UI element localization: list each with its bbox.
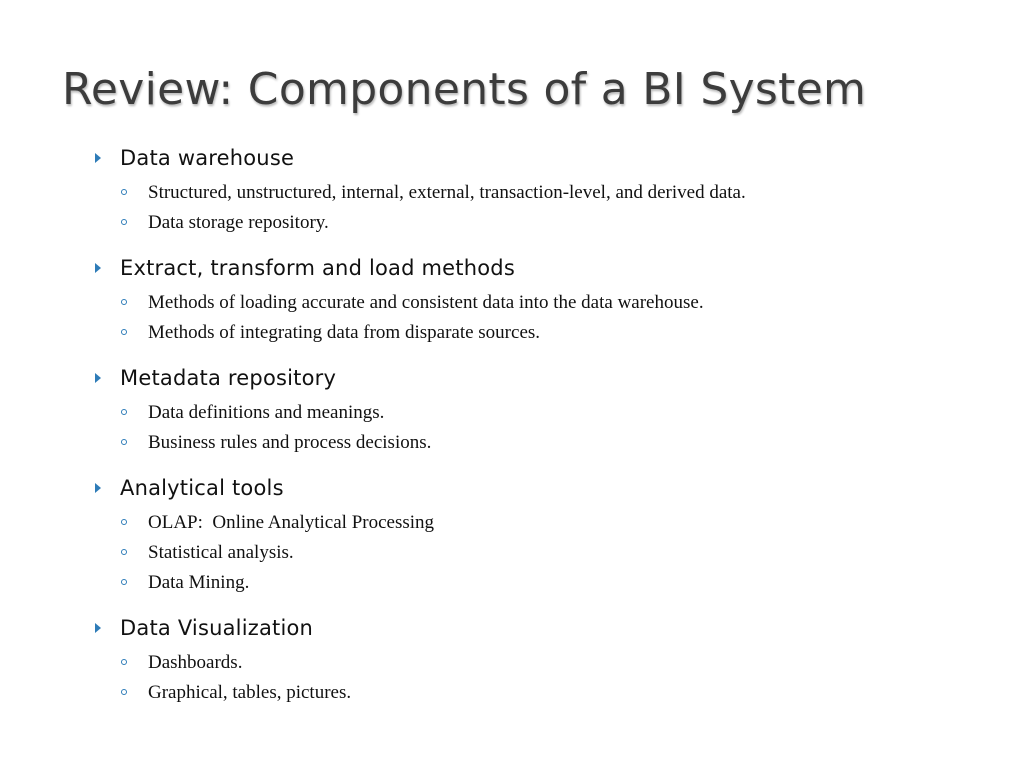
sub-bullet: Structured, unstructured, internal, exte…: [90, 178, 990, 208]
sub-bullet: Methods of integrating data from dispara…: [90, 318, 990, 348]
circle-bullet-icon: [121, 299, 127, 305]
circle-bullet-icon: [121, 189, 127, 195]
sub-bullet-text: Methods of integrating data from dispara…: [148, 322, 541, 343]
section-heading: Analytical tools: [120, 476, 284, 500]
circle-bullet-icon: [121, 219, 127, 225]
sub-bullet-list: Structured, unstructured, internal, exte…: [90, 178, 990, 238]
sub-bullet: Data Mining.: [90, 568, 990, 598]
level1-bullet: Metadata repository: [90, 362, 990, 394]
level1-bullet: Data warehouse: [90, 142, 990, 174]
section-heading: Data Visualization: [120, 616, 314, 640]
sub-bullet-list: Dashboards. Graphical, tables, pictures.: [90, 648, 990, 708]
circle-bullet-icon: [121, 519, 127, 525]
sub-bullet: Data storage repository.: [90, 208, 990, 238]
circle-bullet-icon: [121, 409, 127, 415]
triangle-bullet-icon: [95, 263, 101, 273]
sub-bullet-text: Graphical, tables, pictures.: [148, 682, 352, 703]
circle-bullet-icon: [121, 659, 127, 665]
circle-bullet-icon: [121, 549, 127, 555]
sub-bullet-text: Data storage repository.: [148, 212, 329, 233]
sub-bullet-text: Dashboards.: [148, 652, 243, 673]
circle-bullet-icon: [121, 329, 127, 335]
level1-bullet: Extract, transform and load methods: [90, 252, 990, 284]
circle-bullet-icon: [121, 439, 127, 445]
triangle-bullet-icon: [95, 483, 101, 493]
sub-bullet: OLAP: Online Analytical Processing: [90, 508, 990, 538]
level1-bullet: Analytical tools: [90, 472, 990, 504]
sub-bullet-list: Data definitions and meanings. Business r…: [90, 398, 990, 458]
sub-bullet: Methods of loading accurate and consiste…: [90, 288, 990, 318]
sub-bullet-text: Methods of loading accurate and consiste…: [148, 292, 704, 313]
circle-bullet-icon: [121, 689, 127, 695]
sub-bullet-text: Data Mining.: [148, 572, 250, 593]
sub-bullet: Graphical, tables, pictures.: [90, 678, 990, 708]
sub-bullet: Dashboards.: [90, 648, 990, 678]
triangle-bullet-icon: [95, 153, 101, 163]
section-heading: Data warehouse: [120, 146, 295, 170]
sub-bullet-text: Statistical analysis.: [148, 542, 294, 563]
triangle-bullet-icon: [95, 373, 101, 383]
level1-bullet: Data Visualization: [90, 612, 990, 644]
sub-bullet-text: Data definitions and meanings.: [148, 402, 385, 423]
sub-bullet-list: Methods of loading accurate and consiste…: [90, 288, 990, 348]
sub-bullet: Business rules and process decisions.: [90, 428, 990, 458]
sub-bullet-text: Structured, unstructured, internal, exte…: [148, 182, 746, 203]
sub-bullet-text: OLAP: Online Analytical Processing: [148, 512, 435, 533]
slide-title: Review: Components of a BI System: [62, 64, 867, 115]
triangle-bullet-icon: [95, 623, 101, 633]
sub-bullet-text: Business rules and process decisions.: [148, 432, 432, 453]
sub-bullet: Statistical analysis.: [90, 538, 990, 568]
circle-bullet-icon: [121, 579, 127, 585]
sub-bullet: Data definitions and meanings.: [90, 398, 990, 428]
section-heading: Metadata repository: [120, 366, 337, 390]
section-heading: Extract, transform and load methods: [120, 256, 515, 280]
